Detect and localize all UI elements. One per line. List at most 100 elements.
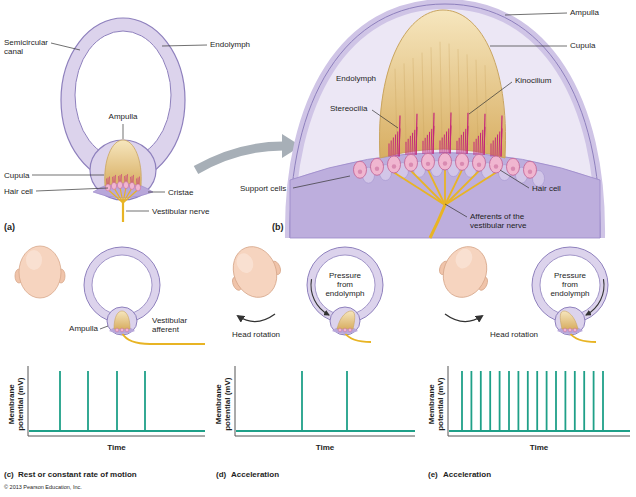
x-axis xyxy=(448,436,630,437)
stereocilium xyxy=(474,142,475,155)
label: Time xyxy=(97,443,137,452)
stereocilium xyxy=(132,176,133,183)
ampulla-wall xyxy=(290,4,600,238)
label: Support cells xyxy=(240,184,286,193)
y-axis xyxy=(235,366,236,436)
ampulla xyxy=(555,307,585,335)
stereocilium xyxy=(124,176,126,182)
hair-cell xyxy=(439,153,452,170)
label: (b) xyxy=(272,222,284,232)
stereocilium xyxy=(476,139,477,155)
cell-nucleus xyxy=(494,164,498,168)
label: (d) xyxy=(216,470,226,479)
cell-nucleus xyxy=(443,161,447,165)
action-potential xyxy=(583,371,585,431)
label: Hair cell xyxy=(532,184,561,193)
hair-cell xyxy=(573,328,577,332)
leader-line xyxy=(293,176,350,188)
kinocilium xyxy=(433,113,434,154)
stereocilium xyxy=(497,134,499,156)
label: Cristae xyxy=(168,188,193,197)
cupula-streak xyxy=(422,53,424,145)
label: Vestibular nerve xyxy=(152,207,209,216)
stereocilium xyxy=(429,132,431,154)
action-potential xyxy=(536,371,538,431)
stereocilium xyxy=(480,133,482,155)
stereocilium xyxy=(397,131,399,156)
stereocilium xyxy=(408,139,409,155)
stereocilium xyxy=(414,130,416,155)
canal-lumen xyxy=(540,255,600,315)
hair-cell xyxy=(105,184,110,191)
stereocilium xyxy=(446,132,448,154)
label: Ampulla xyxy=(48,324,98,333)
stereocilium xyxy=(440,141,441,154)
stereocilium xyxy=(112,177,114,183)
vestibular-afferent xyxy=(570,333,596,342)
kinocilium xyxy=(399,115,400,156)
stereocilium xyxy=(427,135,428,154)
ampulla-enlarged xyxy=(290,4,600,238)
action-potential xyxy=(144,371,146,431)
label: (a) xyxy=(4,222,15,232)
stereocilium xyxy=(139,177,141,185)
y-axis xyxy=(28,366,29,436)
stereocilium xyxy=(448,129,450,154)
label: Head rotation xyxy=(490,330,538,339)
stereocilium xyxy=(130,177,132,183)
leader-line xyxy=(372,110,398,128)
stereocilium xyxy=(431,129,433,154)
head-highlight xyxy=(453,246,475,271)
cupula-streak xyxy=(485,65,487,145)
action-potential xyxy=(565,371,567,431)
leader-line xyxy=(505,13,567,15)
rotation-arrow xyxy=(238,314,275,322)
stereocilium xyxy=(499,131,501,156)
cupula-streak xyxy=(440,42,442,145)
label: Ampulla xyxy=(93,112,153,121)
label: © 2013 Pearson Education, Inc. xyxy=(4,484,82,490)
leader-line xyxy=(123,124,124,139)
hair-cell xyxy=(354,161,367,178)
head-icon xyxy=(432,239,498,306)
action-potential xyxy=(489,371,491,431)
ampulla-outline xyxy=(290,4,600,238)
stereocilium xyxy=(126,175,127,182)
action-potential xyxy=(480,371,482,431)
action-potential xyxy=(499,371,501,431)
action-potential xyxy=(602,371,604,431)
cupula-streak xyxy=(458,49,460,145)
cupula-streak xyxy=(404,63,406,145)
hair-cell xyxy=(117,182,122,189)
leader-line xyxy=(469,82,512,114)
hair-cell xyxy=(125,328,129,332)
canal-lumen xyxy=(92,255,152,315)
stereocilium xyxy=(425,138,426,154)
nerve-fiber xyxy=(114,188,123,203)
ampulla xyxy=(90,140,156,200)
label: Kinocilium xyxy=(515,76,551,85)
stereocilium xyxy=(478,136,479,155)
resting-trace xyxy=(236,430,415,432)
action-potential xyxy=(546,371,548,431)
cell-nucleus xyxy=(460,162,464,166)
label: Membrane potential (mV) xyxy=(427,372,445,436)
afferent-fiber xyxy=(445,172,496,205)
kinocilium xyxy=(467,113,468,154)
label: Stereocilia xyxy=(330,104,367,113)
label: Membrane potential (mV) xyxy=(7,372,25,436)
action-potential xyxy=(59,371,61,431)
label: Time xyxy=(305,443,345,452)
label: Cupula xyxy=(570,41,595,50)
label: Semicircular canal xyxy=(4,38,56,56)
label: Ampulla xyxy=(570,8,599,17)
stereocilium xyxy=(461,135,462,154)
x-axis xyxy=(28,436,205,437)
stereocilium xyxy=(114,176,115,183)
hair-cell xyxy=(563,328,567,332)
label: Afferents of the vestibular nerve xyxy=(470,212,548,230)
label: Hair cell xyxy=(4,187,33,196)
action-potential xyxy=(593,371,595,431)
label: (c) xyxy=(4,470,14,479)
